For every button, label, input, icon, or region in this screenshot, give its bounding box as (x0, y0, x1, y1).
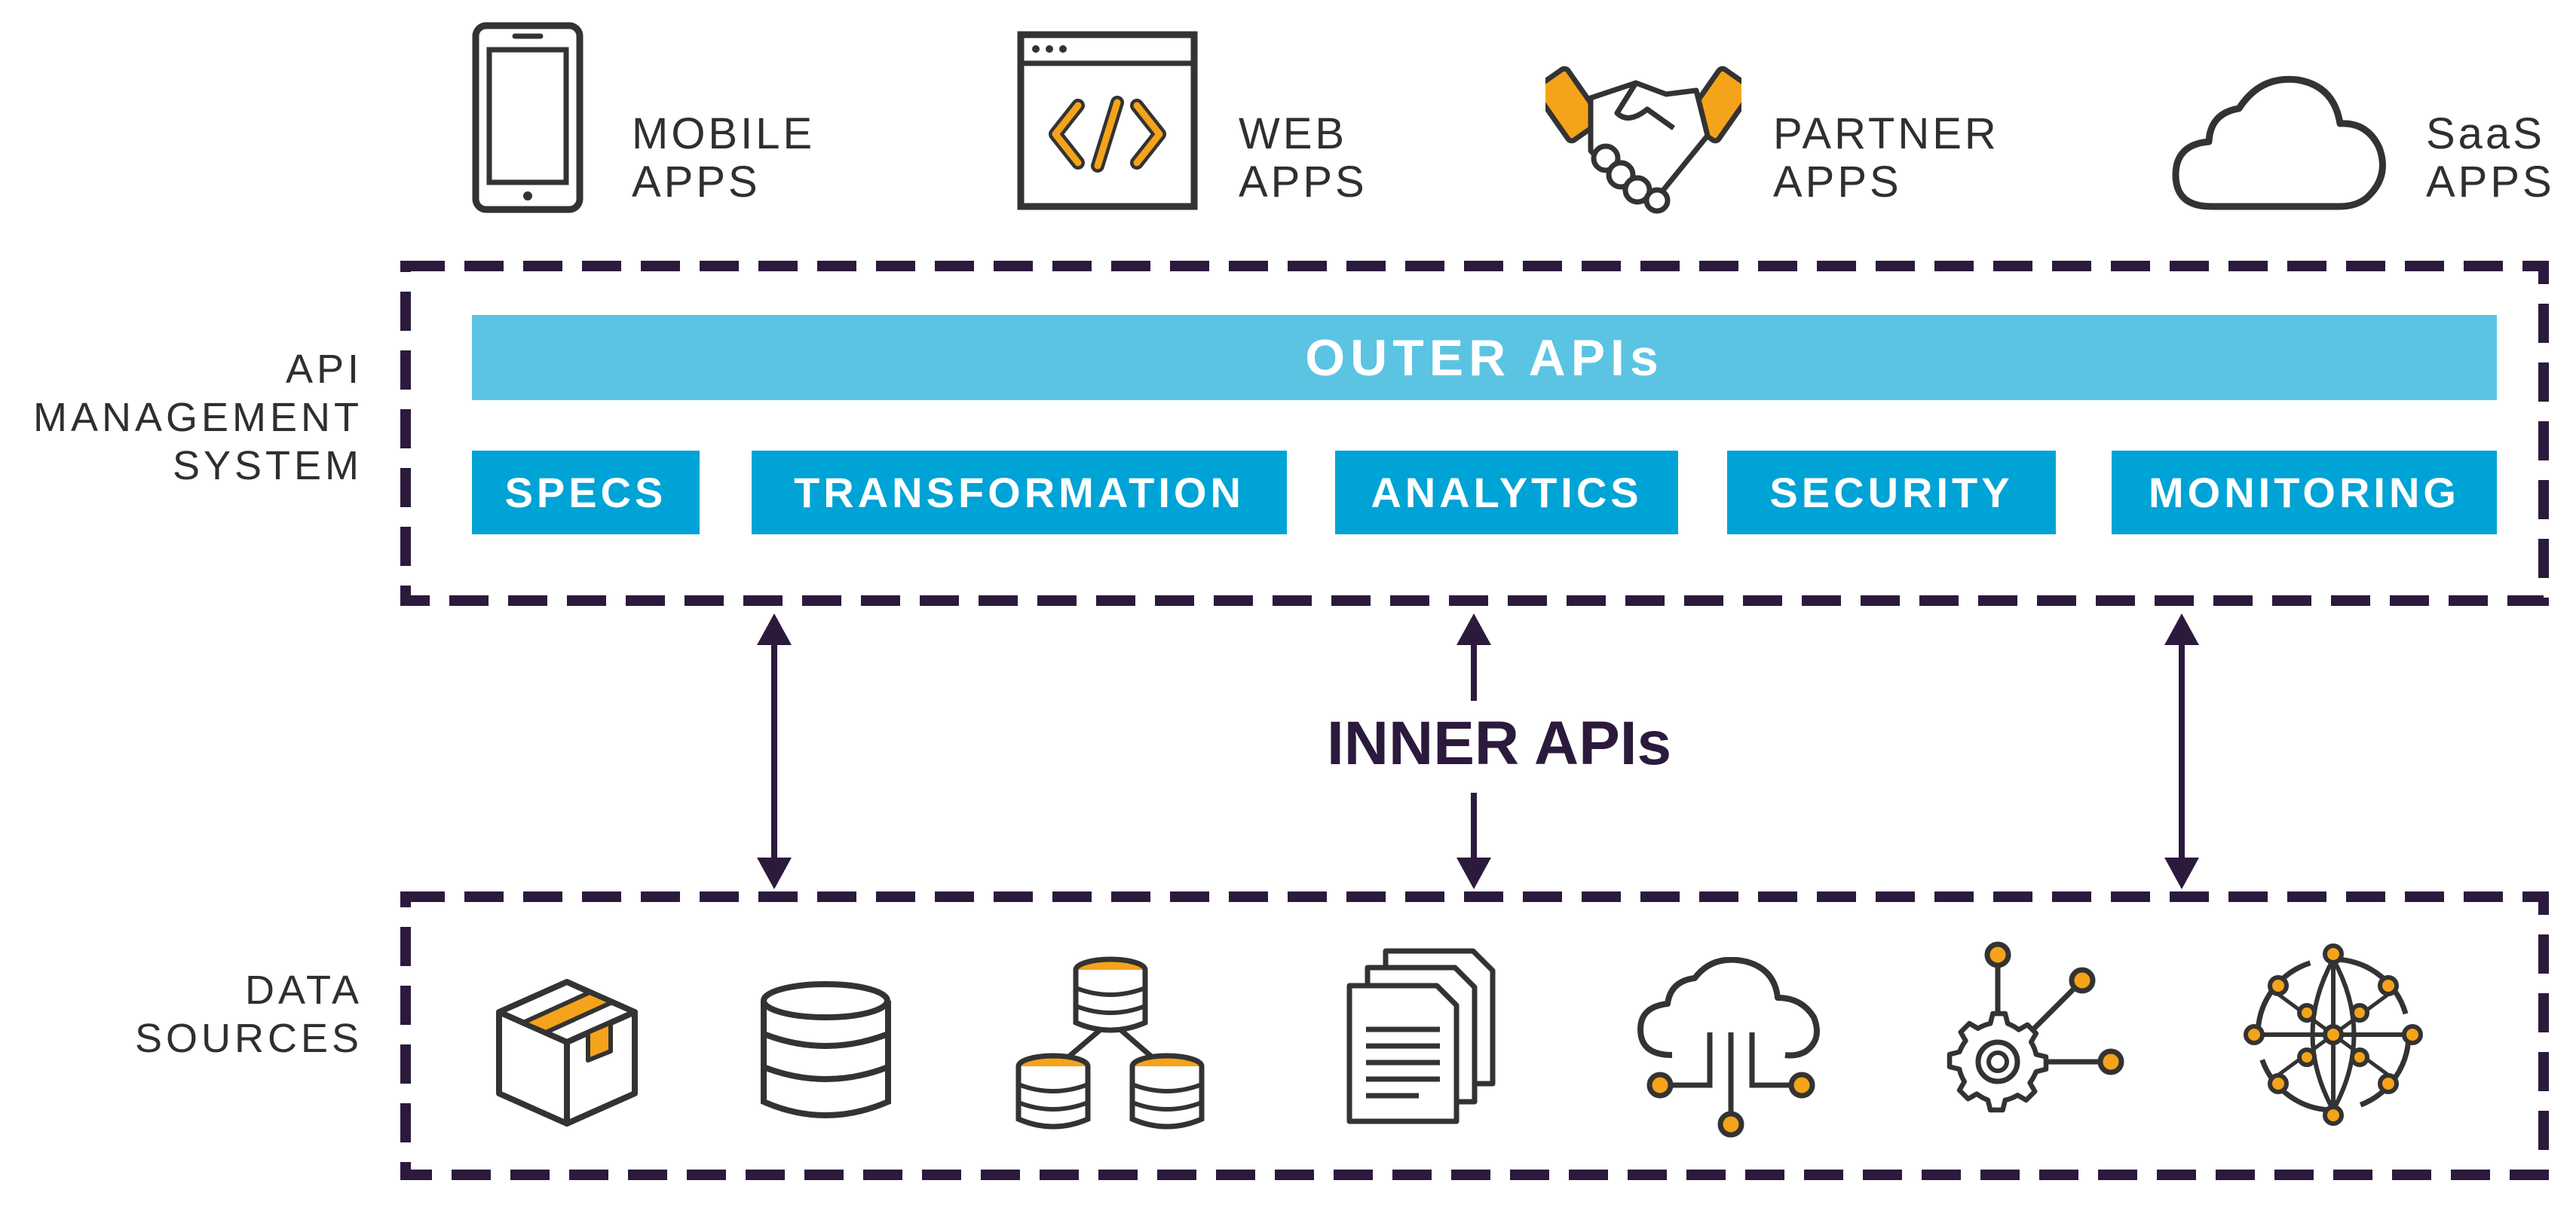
module-monitoring: MONITORING (2112, 451, 2497, 534)
outer-apis-bar: OUTER APIs (472, 315, 2497, 400)
inner-apis-label: INNER APIs (1327, 709, 1672, 778)
module-specs: SPECS (472, 451, 700, 534)
cloud-network-icon (1634, 957, 1827, 1142)
api-management-box (400, 260, 2550, 607)
cloud-icon (2170, 69, 2392, 213)
module-security: SECURITY (1727, 451, 2056, 534)
documents-icon (1343, 946, 1498, 1127)
database-icon (756, 980, 896, 1123)
handshake-icon (1545, 53, 1741, 219)
distributed-database-icon (1014, 953, 1206, 1134)
mobile-phone-icon (471, 21, 584, 214)
api-management-label: API MANAGEMENT SYSTEM (32, 347, 363, 488)
arrow-middle-up (1456, 613, 1491, 701)
gear-network-icon (1936, 938, 2132, 1119)
data-sources-box (400, 891, 2550, 1181)
package-box-icon (492, 976, 642, 1130)
module-analytics: ANALYTICS (1335, 451, 1678, 534)
data-sources-label: DATA SOURCES (134, 968, 363, 1061)
arrow-left (757, 613, 792, 889)
arrow-right (2164, 613, 2199, 889)
arrow-middle-down (1456, 793, 1491, 889)
web-code-icon (1016, 30, 1199, 211)
module-transformation: TRANSFORMATION (752, 451, 1287, 534)
network-globe-icon (2231, 940, 2435, 1129)
